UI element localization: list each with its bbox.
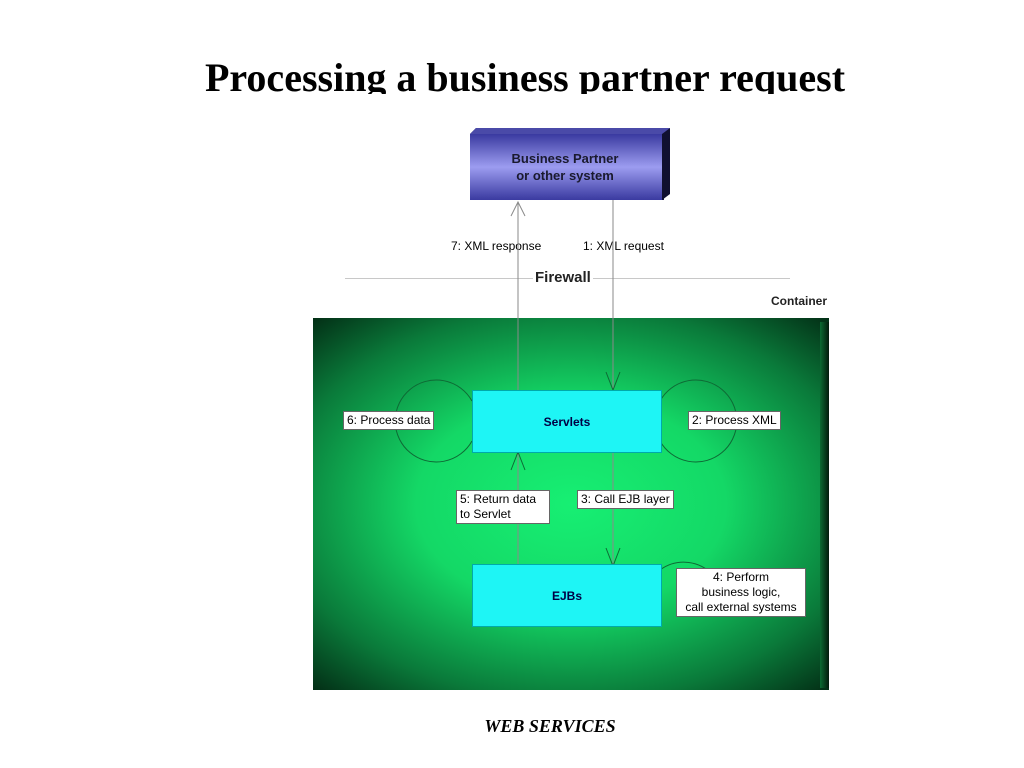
partner-label-line1: Business Partner — [511, 151, 619, 166]
step4-line1: 4: Perform — [712, 570, 769, 584]
servlets-node: Servlets — [472, 390, 662, 453]
container-label: Container — [771, 294, 828, 308]
step2-note: 2: Process XML — [688, 411, 781, 430]
step3-note: 3: Call EJB layer — [577, 490, 674, 509]
step5-note: 5: Return data to Servlet — [456, 490, 550, 524]
step1-label: 1: XML request — [583, 239, 664, 253]
partner-label: Business Partner or other system — [470, 150, 660, 184]
servlets-label: Servlets — [543, 414, 591, 429]
step4-note: 4: Perform business logic, call external… — [676, 568, 806, 617]
step4-line2: business logic, — [701, 585, 781, 599]
slide-footer: WEB SERVICES — [484, 716, 616, 736]
step5-line1: 5: Return data — [460, 492, 537, 506]
firewall-label: Firewall — [533, 269, 593, 286]
ejbs-node: EJBs — [472, 564, 662, 627]
ejbs-label: EJBs — [551, 588, 583, 603]
step5-line2: to Servlet — [460, 507, 511, 521]
response-arrow-head — [510, 200, 526, 217]
slide-title: Processing a business partner request — [204, 55, 846, 94]
business-partner-node: Business Partner or other system — [470, 128, 670, 200]
container-box — [313, 318, 829, 690]
step6-note: 6: Process data — [343, 411, 435, 430]
partner-label-line2: or other system — [516, 168, 614, 183]
partner-box-shape — [470, 128, 670, 200]
container-edge — [820, 322, 829, 688]
step7-label: 7: XML response — [451, 239, 542, 253]
step4-line3: call external systems — [685, 600, 797, 614]
